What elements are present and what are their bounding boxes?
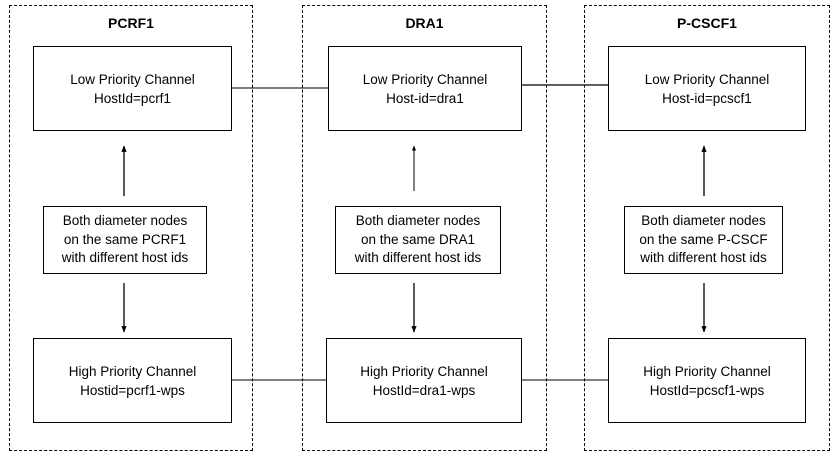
dra1-note-line1: Both diameter nodes	[355, 213, 481, 229]
dra1-note-line2: on the same DRA1	[360, 231, 476, 247]
pcscf1-low-priority-box: Low Priority Channel Host-id=pcscf1	[608, 46, 806, 131]
dra1-low-priority-box: Low Priority Channel Host-id=dra1	[328, 46, 522, 131]
group-pcrf1: PCRF1	[9, 5, 253, 451]
pcrf1-low-priority-box: Low Priority Channel HostId=pcrf1	[33, 46, 232, 131]
pcscf1-note-line2: on the same P-CSCF	[639, 231, 768, 247]
pcrf1-note-box: Both diameter nodes on the same PCRF1 wi…	[43, 206, 207, 274]
dra1-note-box: Both diameter nodes on the same DRA1 wit…	[335, 206, 501, 274]
dra1-high-host: HostId=dra1-wps	[372, 382, 476, 398]
pcrf1-high-title: High Priority Channel	[68, 363, 197, 379]
group-dra1: DRA1	[302, 5, 547, 451]
group-title-dra1: DRA1	[405, 15, 444, 31]
dra1-low-title: Low Priority Channel	[362, 71, 488, 87]
pcrf1-note-line3: with different host ids	[61, 250, 189, 266]
dra1-high-priority-box: High Priority Channel HostId=dra1-wps	[326, 338, 522, 423]
pcrf1-high-host: Hostid=pcrf1-wps	[80, 382, 185, 398]
pcrf1-note-line1: Both diameter nodes	[62, 213, 188, 229]
dra1-low-host: Host-id=dra1	[386, 90, 464, 106]
dra1-note-line3: with different host ids	[354, 250, 482, 266]
pcrf1-low-host: HostId=pcrf1	[94, 90, 171, 106]
group-title-pcscf1: P-CSCF1	[677, 15, 737, 31]
pcscf1-high-priority-box: High Priority Channel HostId=pcscf1-wps	[608, 338, 806, 423]
pcscf1-high-host: HostId=pcscf1-wps	[649, 382, 765, 398]
pcscf1-note-line3: with different host ids	[640, 250, 767, 266]
group-title-pcrf1: PCRF1	[108, 15, 154, 31]
dra1-high-title: High Priority Channel	[360, 363, 488, 379]
pcscf1-high-title: High Priority Channel	[643, 363, 771, 379]
pcrf1-high-priority-box: High Priority Channel Hostid=pcrf1-wps	[33, 338, 232, 423]
pcrf1-low-title: Low Priority Channel	[70, 71, 195, 87]
pcscf1-note-box: Both diameter nodes on the same P-CSCF w…	[624, 206, 783, 274]
group-pcscf1: P-CSCF1	[584, 5, 830, 451]
pcscf1-low-host: Host-id=pcscf1	[662, 90, 752, 106]
pcscf1-note-line1: Both diameter nodes	[641, 213, 766, 229]
pcscf1-low-title: Low Priority Channel	[644, 71, 770, 87]
pcrf1-note-line2: on the same PCRF1	[63, 231, 187, 247]
